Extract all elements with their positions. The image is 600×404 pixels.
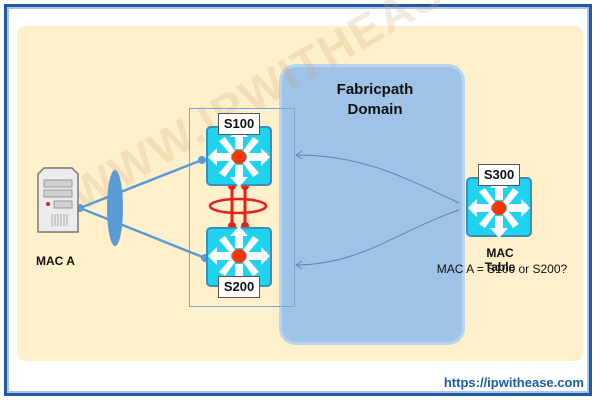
fabricpath-arrow-s100-head bbox=[295, 150, 303, 160]
fabricpath-domain bbox=[282, 67, 462, 342]
switch-s200-label: S200 bbox=[218, 276, 260, 298]
link-endpoint bbox=[198, 156, 206, 164]
link-host-s200 bbox=[79, 206, 206, 260]
switch-s200[interactable] bbox=[206, 227, 272, 287]
site-url[interactable]: https://ipwithease.com bbox=[443, 375, 584, 390]
port-channel-ellipse bbox=[107, 170, 123, 246]
switch-icon bbox=[208, 127, 270, 186]
mac-table-title: MAC Table bbox=[484, 246, 516, 274]
switch-icon bbox=[468, 178, 530, 237]
fabricpath-arrow-s200 bbox=[295, 209, 460, 266]
vpc-pair-box bbox=[189, 108, 295, 307]
host-label: MAC A bbox=[36, 254, 75, 268]
fabricpath-arrow-s100 bbox=[295, 154, 460, 204]
switch-s100[interactable] bbox=[206, 126, 272, 186]
fabricpath-arrow-s200-head bbox=[295, 260, 303, 270]
domain-title: Fabricpath Domain bbox=[300, 80, 450, 120]
switch-icon bbox=[208, 227, 270, 286]
switch-s300-label: S300 bbox=[478, 164, 520, 186]
host-server[interactable] bbox=[36, 166, 80, 236]
domain-title-line2: Domain bbox=[347, 101, 403, 118]
mac-table-entry: MAC A = S100 or S200? bbox=[436, 262, 568, 276]
domain-title-line1: Fabricpath bbox=[336, 81, 414, 98]
switch-s100-label: S100 bbox=[218, 113, 260, 135]
server-icon bbox=[37, 167, 79, 233]
switch-s300[interactable] bbox=[466, 177, 532, 237]
peer-link-ellipse bbox=[208, 197, 268, 215]
link-host-s100 bbox=[79, 158, 203, 210]
